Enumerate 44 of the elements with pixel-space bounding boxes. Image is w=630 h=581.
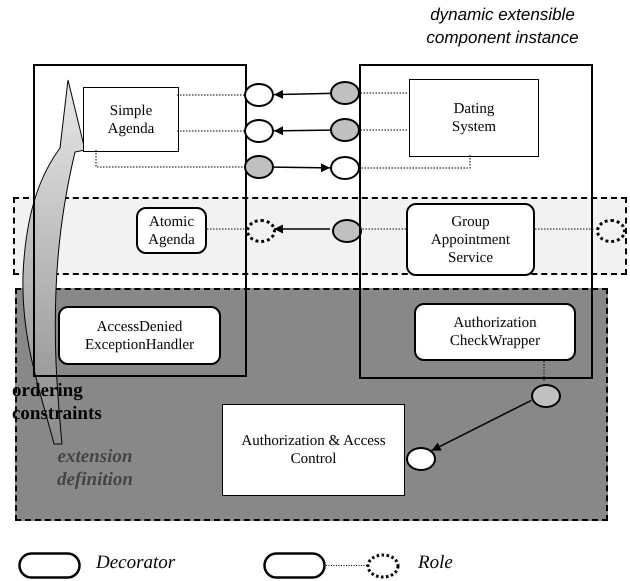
dotted-link xyxy=(360,154,470,168)
component-name: Authorization & Access Control xyxy=(240,432,387,468)
component-name: Authorization CheckWrapper xyxy=(448,314,542,350)
annotation-text: dynamic extensible component instance xyxy=(425,4,580,49)
dotted-link xyxy=(534,228,594,230)
dotted-link xyxy=(360,92,408,94)
component-box xyxy=(83,87,179,152)
component-name: Group Appointment Service xyxy=(430,212,512,266)
decorator-box xyxy=(58,306,221,365)
role-circle xyxy=(596,219,626,243)
arrow xyxy=(274,224,330,234)
annotation-text: extension definition xyxy=(56,446,134,492)
arrow xyxy=(274,163,330,172)
port-circle xyxy=(330,81,360,105)
port-circle xyxy=(531,384,561,408)
legend-label: Role xyxy=(418,552,453,574)
component-name: Dating System xyxy=(450,100,498,136)
dotted-link xyxy=(360,228,406,230)
arrow xyxy=(274,126,330,136)
component-box xyxy=(409,79,539,157)
decorator-box xyxy=(136,207,207,254)
port-circle xyxy=(244,155,274,179)
port-circle xyxy=(330,118,360,142)
arrow xyxy=(274,90,330,99)
role-circle xyxy=(246,219,276,243)
port-circle xyxy=(330,156,360,180)
dotted-link xyxy=(176,94,244,96)
port-circle xyxy=(406,447,436,471)
arrow xyxy=(431,400,532,452)
component-name: Simple Agenda xyxy=(106,102,156,138)
dotted-link xyxy=(206,228,244,230)
component-name: Atomic Agenda xyxy=(147,212,196,248)
component-name: AccessDenied ExceptionHandler xyxy=(84,318,196,354)
component-box xyxy=(222,404,405,496)
component-box xyxy=(359,64,593,379)
dotted-link xyxy=(96,150,244,168)
port-circle xyxy=(244,119,274,143)
dotted-link xyxy=(176,130,244,132)
decorator-box xyxy=(406,203,535,276)
port-circle xyxy=(244,83,274,107)
port-circle xyxy=(332,219,362,243)
legend-label: Decorator xyxy=(96,552,176,574)
component-box xyxy=(33,64,247,377)
decorator-box xyxy=(414,303,576,361)
